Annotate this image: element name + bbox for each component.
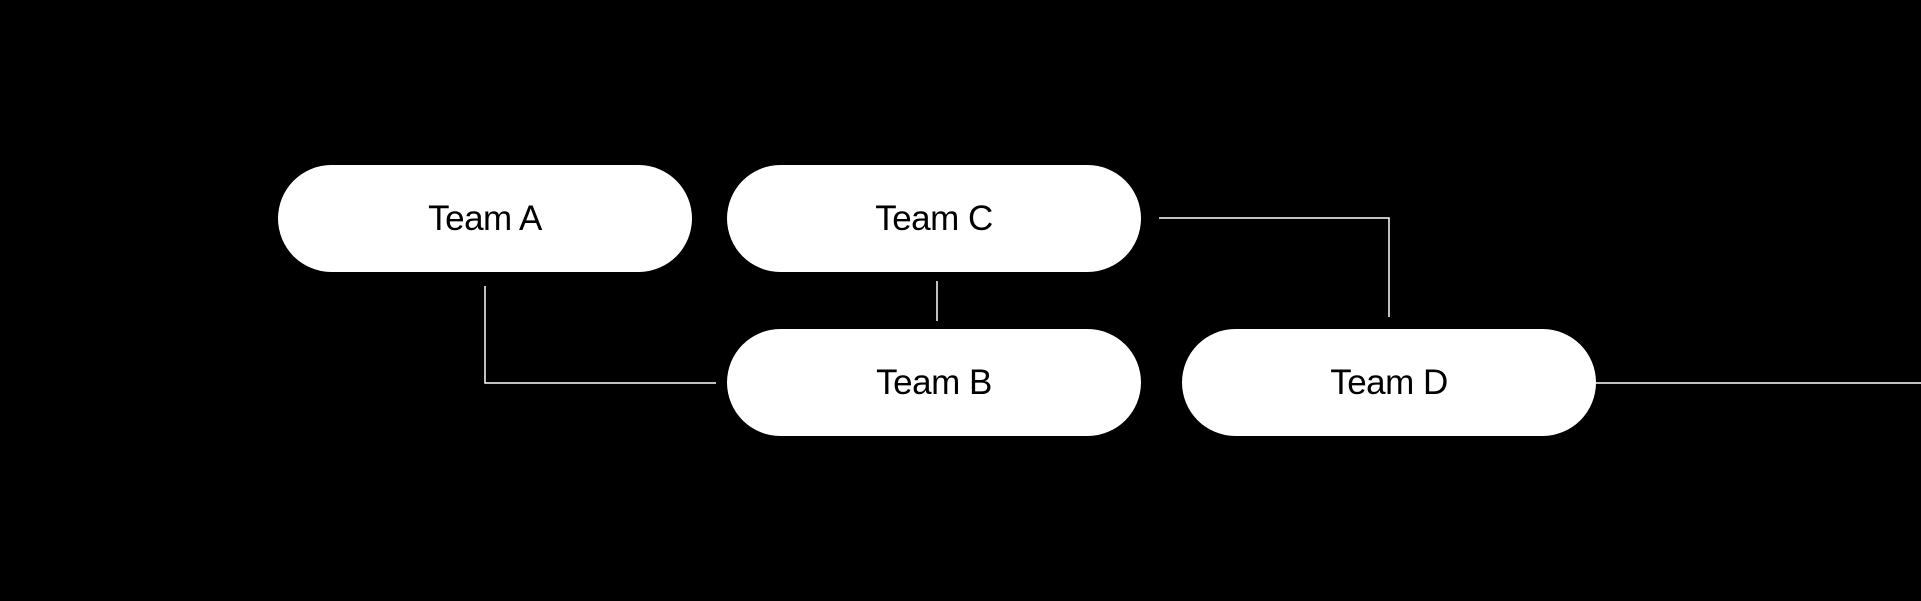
node-label: Team C — [875, 198, 993, 238]
node-team-b[interactable]: Team B — [727, 329, 1141, 436]
connector-team-c-to-team-d — [1159, 217, 1390, 317]
node-label: Team A — [428, 198, 542, 238]
node-team-d[interactable]: Team D — [1182, 329, 1596, 436]
connector-team-a-to-team-b — [484, 286, 716, 384]
node-label: Team B — [876, 362, 992, 402]
node-team-c[interactable]: Team C — [727, 165, 1141, 272]
node-label: Team D — [1330, 362, 1448, 402]
node-team-a[interactable]: Team A — [278, 165, 692, 272]
